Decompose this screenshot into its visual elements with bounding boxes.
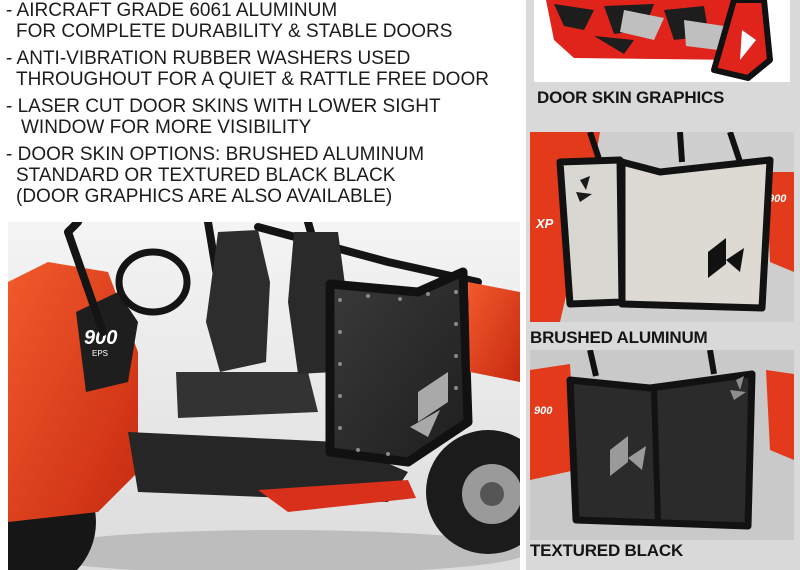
- caption-door-skin-graphics: DOOR SKIN GRAPHICS: [537, 88, 725, 107]
- feature-laser-cut: - LASER CUT DOOR SKINS WITH LOWER SIGHT …: [6, 96, 516, 138]
- model-badge-sub: EPS: [92, 349, 108, 358]
- feature-line: - AIRCRAFT GRADE 6061 ALUMINUM: [6, 0, 338, 21]
- feature-line: STANDARD OR TEXTURED BLACK BLACK: [16, 165, 396, 186]
- chevron-cutout-icon: [410, 410, 440, 437]
- textured-black-photo: 900: [530, 350, 794, 540]
- chevron-cutout-icon: [610, 436, 646, 476]
- feature-skin-options: - DOOR SKIN OPTIONS: BRUSHED ALUMINUM ST…: [6, 144, 516, 207]
- door-panel-aluminum-right: [618, 156, 774, 312]
- feature-line: - DOOR SKIN OPTIONS: BRUSHED ALUMINUM: [6, 144, 425, 165]
- skin-options-panel: DOOR SKIN GRAPHICS XP 900 BRUSHED ALUMIN…: [526, 0, 800, 570]
- model-badge: 900: [534, 405, 553, 417]
- vehicle-red-body: [530, 364, 576, 480]
- caption-textured-black: TEXTURED BLACK: [530, 541, 684, 560]
- main-product-photo: 900 EPS: [8, 222, 520, 570]
- feature-line: (DOOR GRAPHICS ARE ALSO AVAILABLE): [16, 186, 393, 207]
- driver-seat: [206, 230, 270, 372]
- steering-wheel: [115, 248, 191, 316]
- ground-shadow: [28, 530, 520, 570]
- seat-cushion: [176, 372, 318, 418]
- door-panel-aluminum-left: [556, 156, 626, 308]
- feature-line: - ANTI-VIBRATION RUBBER WASHERS USED: [6, 48, 411, 69]
- vehicle-rear-fender: [468, 282, 520, 382]
- skid-plate: [258, 480, 416, 512]
- caption-brushed-aluminum: BRUSHED ALUMINUM: [530, 328, 708, 347]
- feature-line: - LASER CUT DOOR SKINS WITH LOWER SIGHT: [6, 96, 441, 117]
- roll-cage: [587, 132, 743, 163]
- door-skin-graphics-photo: [534, 0, 790, 82]
- chevron-cutout-icon: [708, 238, 744, 278]
- feature-line: FOR COMPLETE DURABILITY & STABLE DOORS: [16, 21, 453, 42]
- star-logo-icon: [730, 376, 746, 400]
- model-badge: 900: [84, 327, 117, 349]
- brushed-aluminum-photo: XP 900: [530, 132, 794, 322]
- chevron-cutout-icon: [418, 372, 448, 422]
- feature-aluminum: - AIRCRAFT GRADE 6061 ALUMINUM FOR COMPL…: [6, 0, 516, 42]
- feature-list: - AIRCRAFT GRADE 6061 ALUMINUM FOR COMPL…: [6, 0, 516, 213]
- door-rivets: [338, 290, 458, 456]
- feature-line: WINDOW FOR MORE VISIBILITY: [21, 117, 312, 138]
- feature-washers: - ANTI-VIBRATION RUBBER WASHERS USED THR…: [6, 48, 516, 90]
- side-badge: XP: [535, 216, 554, 231]
- door-panel-textured-black: [566, 370, 756, 530]
- feature-line: THROUGHOUT FOR A QUIET & RATTLE FREE DOO…: [16, 69, 489, 90]
- utv-door-illustration: 900 EPS: [8, 222, 520, 570]
- model-badge: 900: [768, 193, 787, 205]
- star-logo-icon: [576, 176, 592, 202]
- roll-cage: [587, 350, 717, 377]
